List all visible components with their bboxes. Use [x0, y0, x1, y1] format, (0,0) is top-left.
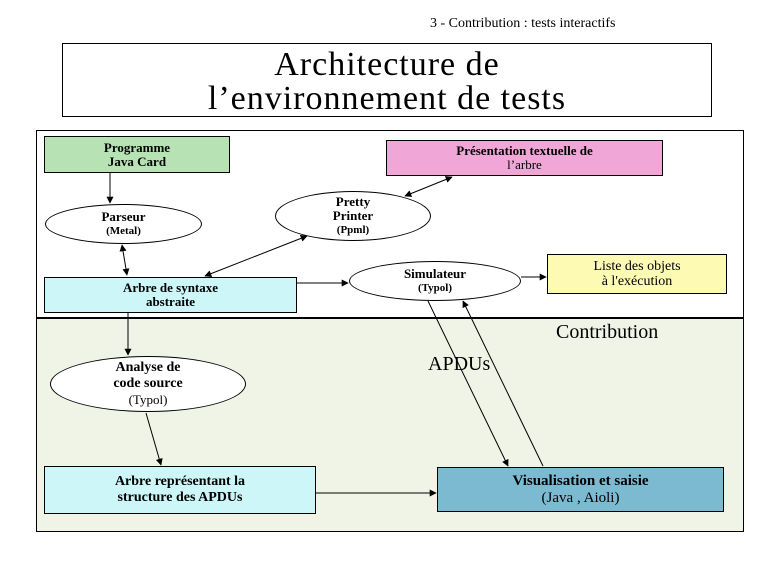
arbre-syntaxe-line-2: abstraite: [145, 294, 196, 309]
liste-line-2: à l'exécution: [601, 274, 673, 289]
visualisation-line-2: (Java , Aioli): [541, 489, 620, 506]
contribution-label: Contribution: [556, 321, 659, 343]
pretty-line-3: (Ppml): [336, 224, 370, 236]
arbre-apdus-box: Arbre représentant la structure des APDU…: [44, 466, 316, 514]
arrow-visualisation-to-simulateur: [462, 300, 544, 467]
visualisation-line-1: Visualisation et saisie: [512, 472, 649, 489]
presentation-line-2: l’arbre: [507, 157, 542, 172]
arrow-simulateur-to-visualisation: [427, 300, 509, 467]
analyse-node: Analyse de code source (Typol): [50, 356, 246, 412]
programme-box: Programme Java Card: [44, 136, 230, 173]
parseur-node: Parseur (Metal): [45, 204, 202, 244]
parseur-line-1: Parseur: [101, 209, 146, 224]
presentation-line-1: Présentation textuelle de: [456, 143, 593, 158]
slide-header: 3 - Contribution : tests interactifs: [430, 16, 616, 31]
programme-line-2: Java Card: [107, 153, 167, 169]
analyse-line-3: (Typol): [128, 392, 168, 407]
arbre-apdus-line-2: structure des APDUs: [117, 490, 243, 505]
pretty-printer-node: Pretty Printer (Ppml): [275, 191, 431, 241]
presentation-box: Présentation textuelle de l’arbre: [386, 140, 663, 176]
arrow-pretty-presentation: [404, 176, 453, 197]
simulateur-line-1: Simulateur: [403, 266, 467, 281]
analyse-line-2: code source: [113, 376, 183, 391]
pretty-line-1: Pretty: [335, 194, 371, 209]
apdus-label: APDUs: [428, 353, 491, 375]
liste-line-1: Liste des objets: [593, 259, 681, 274]
liste-objets-box: Liste des objets à l'exécution: [547, 254, 727, 294]
title-line-2: l’environnement de tests: [207, 80, 567, 117]
simulateur-line-2: (Typol): [417, 282, 453, 294]
arrow-analyse-to-arbre-apdus: [145, 412, 163, 466]
parseur-line-2: (Metal): [106, 225, 141, 237]
visualisation-box: Visualisation et saisie (Java , Aioli): [437, 467, 724, 512]
title-box: Architecture de l’environnement de tests: [62, 43, 712, 117]
arrow-parseur-arbre: [119, 244, 130, 276]
arrow-arbre-pretty: [204, 235, 308, 277]
simulateur-node: Simulateur (Typol): [349, 261, 521, 301]
arbre-syntaxe-line-1: Arbre de syntaxe: [122, 280, 219, 295]
programme-line-1: Programme: [103, 139, 171, 155]
arbre-syntaxe-box: Arbre de syntaxe abstraite: [44, 277, 297, 313]
pretty-line-2: Printer: [332, 208, 374, 223]
title-line-1: Architecture de: [274, 46, 500, 83]
analyse-line-1: Analyse de: [115, 360, 181, 375]
arbre-apdus-line-1: Arbre représentant la: [114, 474, 246, 489]
